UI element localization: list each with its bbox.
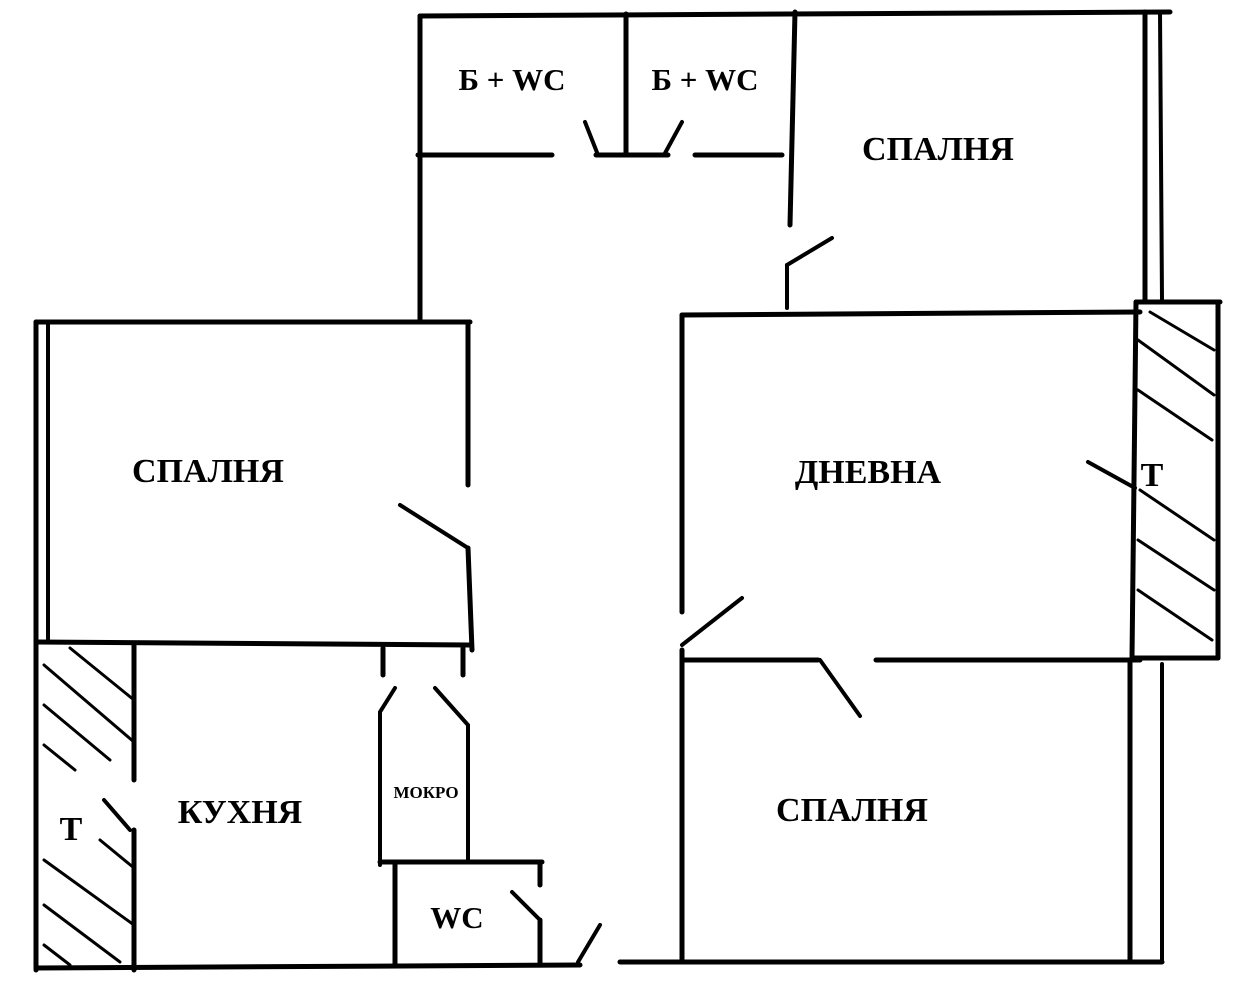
walls-living-room bbox=[679, 309, 1143, 965]
label-terrace-right: Т bbox=[1141, 457, 1164, 494]
label-wc: WC bbox=[430, 900, 483, 935]
hatch-right-terrace bbox=[1136, 310, 1216, 642]
walls-kitchen bbox=[33, 642, 583, 973]
label-bedroom-left: СПАЛНЯ bbox=[132, 453, 284, 490]
hatch-left-terrace bbox=[42, 646, 136, 967]
label-bedroom-top-right: СПАЛНЯ bbox=[862, 131, 1014, 168]
walls-left-bedroom bbox=[33, 319, 475, 973]
walls-top-block bbox=[415, 9, 1173, 323]
label-bedroom-bottom-right: СПАЛНЯ bbox=[776, 792, 928, 829]
label-kitchen: КУХНЯ bbox=[178, 794, 302, 831]
walls-right-terrace bbox=[1129, 299, 1223, 661]
label-living-room: ДНЕВНА bbox=[795, 454, 942, 491]
label-terrace-left: Т bbox=[60, 811, 83, 848]
walls-bottom-right-bedroom bbox=[617, 657, 1165, 965]
doors-top-block bbox=[583, 120, 834, 310]
label-bath-wc-1: Б + WC bbox=[458, 62, 565, 97]
walls-laundry-wc bbox=[377, 645, 602, 968]
label-bath-wc-2: Б + WC bbox=[651, 62, 758, 97]
label-laundry: МОКРО bbox=[393, 783, 458, 802]
room-labels: Б + WC Б + WC СПАЛНЯ СПАЛНЯ ДНЕВНА Т КУХ… bbox=[60, 62, 1164, 935]
